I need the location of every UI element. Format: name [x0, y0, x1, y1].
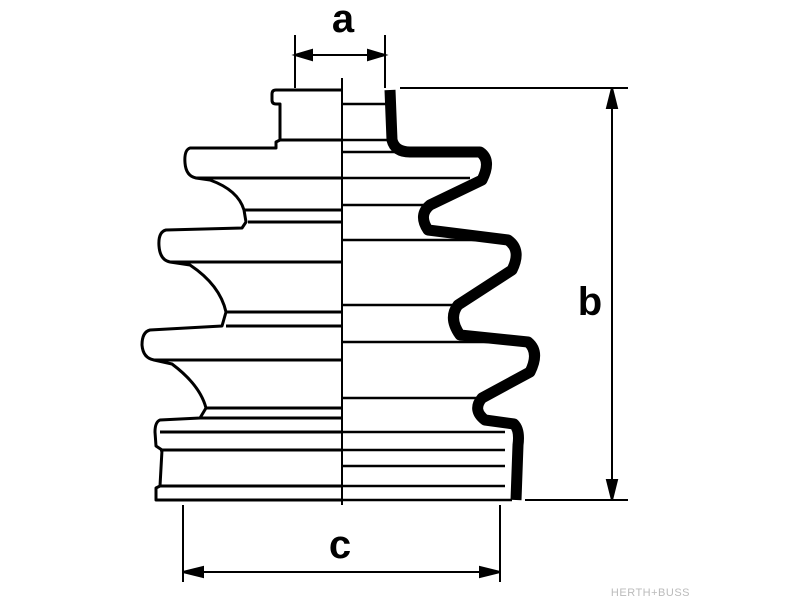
- dimension-a: [291, 35, 389, 88]
- right-half-section: [342, 89, 540, 502]
- dimension-b-label: b: [578, 280, 602, 324]
- brand-watermark: HERTH+BUSS: [611, 587, 690, 599]
- dimension-b: [400, 87, 628, 501]
- dimension-c-label: c: [329, 523, 351, 567]
- dimension-c: [182, 505, 501, 582]
- dimension-a-label: a: [332, 0, 355, 41]
- left-half-outline: [140, 88, 342, 502]
